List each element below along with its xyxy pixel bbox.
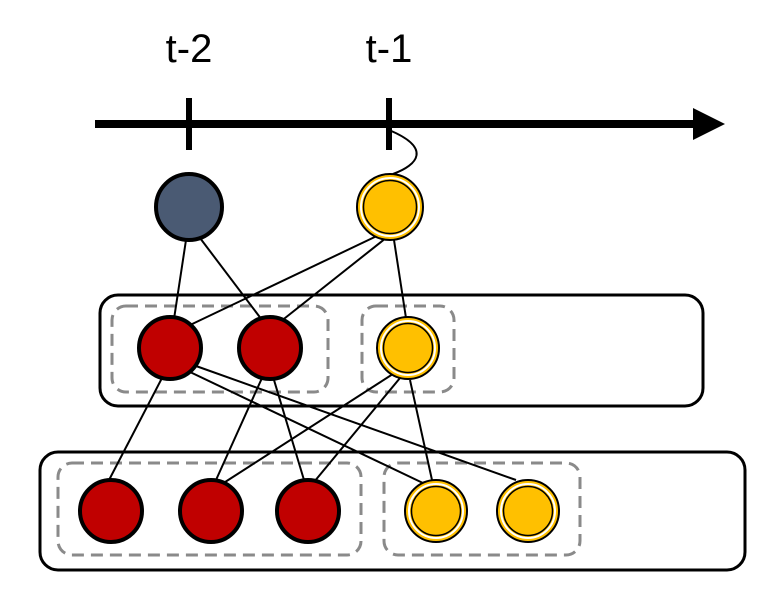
edge	[279, 237, 387, 323]
tick-label-t-2: t-2	[166, 27, 213, 71]
edge	[215, 377, 263, 481]
middle-red-group	[110, 304, 330, 394]
node-yellow-middle	[376, 316, 440, 380]
node-slate-t-2	[154, 172, 224, 242]
edge	[107, 377, 163, 483]
node-red-middle-1	[137, 315, 203, 381]
bottom-red-group	[56, 461, 363, 557]
edge	[187, 233, 382, 327]
node-red-bottom-3	[275, 478, 341, 544]
edge	[173, 239, 187, 320]
edge	[195, 365, 517, 481]
edge	[273, 379, 305, 481]
edge	[393, 239, 407, 319]
middle-yellow-group	[360, 304, 456, 394]
edge	[221, 371, 397, 485]
curved-connector	[388, 129, 418, 175]
node-yellow-bottom-2	[496, 479, 560, 543]
bottom-yellow-group	[382, 461, 582, 557]
timeline-arrowhead	[693, 108, 725, 140]
edge	[313, 377, 401, 483]
timeline: t-2 t-1	[95, 27, 725, 175]
bottom-layer-box	[38, 450, 747, 572]
edge	[409, 379, 433, 481]
node-yellow-bottom-1	[404, 479, 468, 543]
node-yellow-t-1	[356, 173, 424, 241]
node-red-bottom-2	[178, 478, 244, 544]
tick-label-t-1: t-1	[366, 27, 413, 71]
edge	[199, 237, 263, 321]
node-red-middle-2	[237, 315, 303, 381]
node-red-bottom-1	[78, 478, 144, 544]
